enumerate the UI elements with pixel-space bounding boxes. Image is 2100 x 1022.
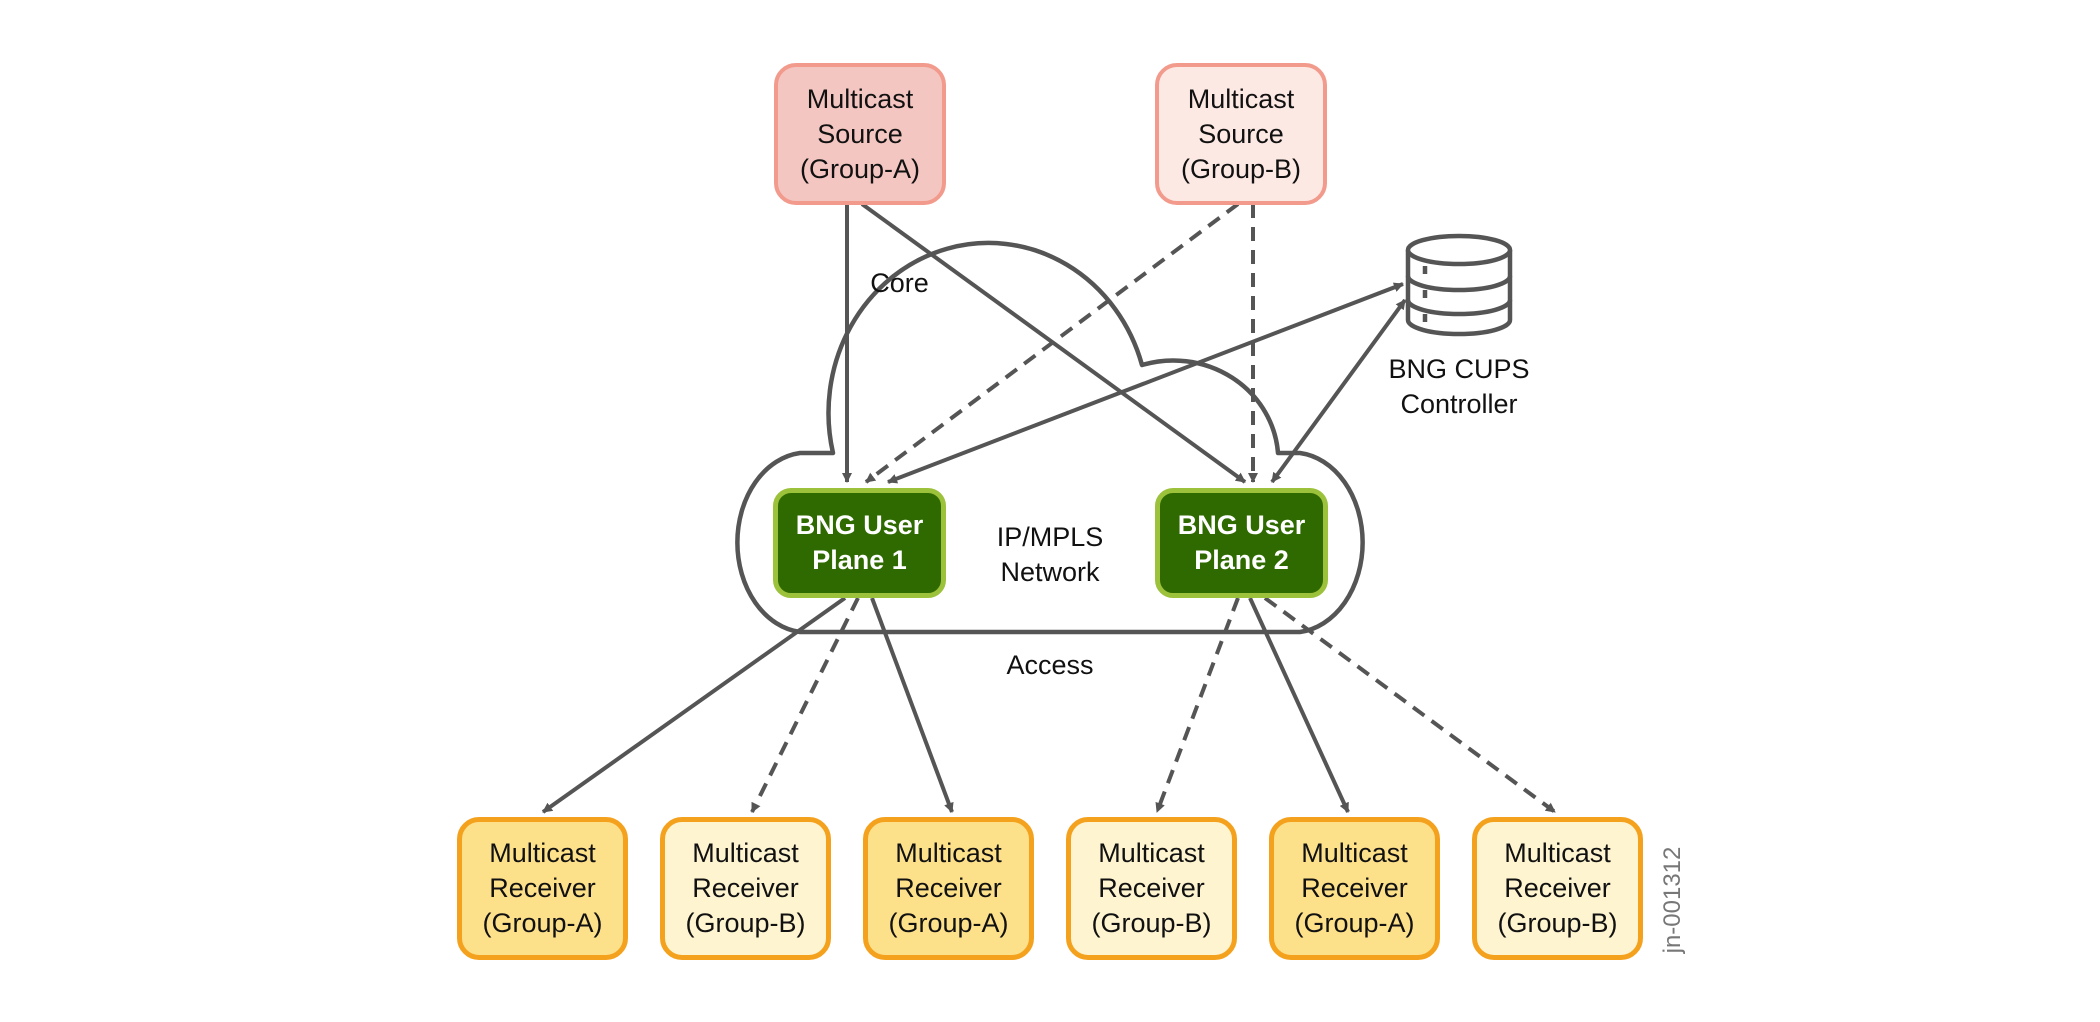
bng-user-plane-1: BNG User Plane 1 <box>773 488 946 598</box>
source-a-line-3: (Group-A) <box>799 153 921 184</box>
receiver-6-line-2: Receiver <box>1504 873 1611 903</box>
connection-up1-to-receiver-2 <box>750 597 860 813</box>
network-label-line-2: Network <box>1000 557 1100 587</box>
receiver-2-line-2: Receiver <box>692 873 799 903</box>
multicast-source-group-b: Multicast Source (Group-B) <box>1155 63 1327 205</box>
source-b-line-1: Multicast <box>1187 83 1295 114</box>
receiver-2-line-3: (Group-B) <box>685 908 806 938</box>
source-b-line-3: (Group-B) <box>1180 153 1302 184</box>
up1-line-1: BNG User <box>795 510 924 540</box>
ip-mpls-cloud <box>735 240 1365 635</box>
receiver-1-line-3: (Group-A) <box>482 908 603 938</box>
connection-controller-to-up2 <box>1270 298 1407 484</box>
connection-up2-to-receiver-4 <box>1155 597 1240 813</box>
receiver-4-line-2: Receiver <box>1098 873 1205 903</box>
receiver-6-line-1: Multicast <box>1504 838 1611 868</box>
access-label: Access <box>1006 650 1094 680</box>
receiver-4-line-1: Multicast <box>1098 838 1205 868</box>
controller-label-line-1: BNG CUPS <box>1388 354 1530 384</box>
receiver-3-line-2: Receiver <box>895 873 1002 903</box>
bng-user-plane-2: BNG User Plane 2 <box>1155 488 1328 598</box>
network-label: IP/MPLS Network <box>980 520 1120 590</box>
up2-line-2: Plane 2 <box>1194 545 1289 575</box>
up1-line-2: Plane 1 <box>812 545 907 575</box>
receiver-1-line-2: Receiver <box>489 873 596 903</box>
controller-label-line-2: Controller <box>1400 389 1518 419</box>
controller-label: BNG CUPS Controller <box>1374 352 1544 422</box>
connection-up2-to-receiver-5 <box>1248 597 1350 813</box>
source-a-line-1: Multicast <box>806 83 914 114</box>
database-icon <box>1405 233 1513 337</box>
receiver-5-line-2: Receiver <box>1301 873 1408 903</box>
source-a-line-2: Source <box>817 118 903 149</box>
receiver-3-line-3: (Group-A) <box>888 908 1009 938</box>
receiver-6-line-3: (Group-B) <box>1497 908 1618 938</box>
figure-id: jn-001312 <box>1659 846 1686 954</box>
receiver-4-line-3: (Group-B) <box>1091 908 1212 938</box>
connection-up2-to-receiver-6 <box>1263 596 1557 814</box>
source-b-line-2: Source <box>1198 118 1284 149</box>
receiver-2-line-1: Multicast <box>692 838 799 868</box>
connection-up1-to-receiver-1 <box>541 596 847 814</box>
connection-up1-to-receiver-3 <box>870 597 954 813</box>
receiver-5-line-1: Multicast <box>1301 838 1408 868</box>
multicast-source-group-a: Multicast Source (Group-A) <box>774 63 946 205</box>
network-label-line-1: IP/MPLS <box>996 522 1104 552</box>
core-label: Core <box>870 268 929 298</box>
receiver-5-line-3: (Group-A) <box>1294 908 1415 938</box>
receiver-1-line-1: Multicast <box>489 838 596 868</box>
receiver-3-line-1: Multicast <box>895 838 1002 868</box>
connection-controller-to-up1 <box>887 282 1404 484</box>
up2-line-1: BNG User <box>1177 510 1306 540</box>
